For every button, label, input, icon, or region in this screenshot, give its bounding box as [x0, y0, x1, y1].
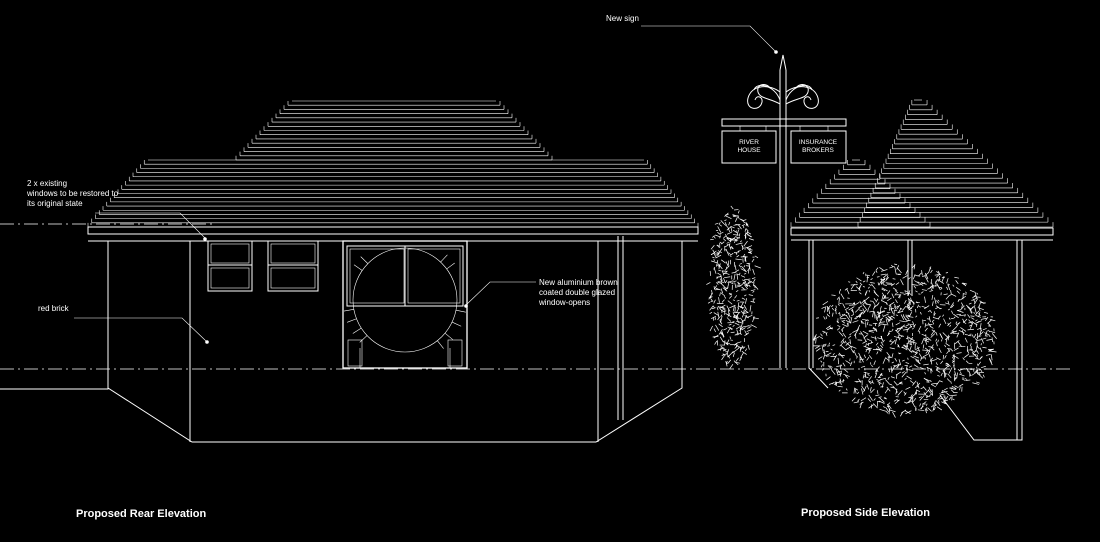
- rear-roof-upper: [235, 100, 553, 161]
- new-windows-note-line1: New aluminium brown: [539, 278, 618, 287]
- existing-windows-note-line1: 2 x existing: [27, 179, 67, 188]
- new-sign-post: RIVER HOUSE INSURANCE BROKERS New sign: [606, 14, 847, 368]
- rear-elevation-caption: Proposed Rear Elevation: [76, 508, 207, 520]
- new-sign-note: New sign: [606, 14, 639, 23]
- rear-roof-lower: [87, 159, 699, 228]
- existing-windows-note-line3: its original state: [27, 199, 83, 208]
- shrub-large: [812, 263, 997, 418]
- shrub-small: [706, 205, 761, 370]
- rear-fascia: [87, 226, 699, 235]
- sign-right-line1: INSURANCE: [799, 139, 838, 146]
- new-windows-note-line3: window-opens: [538, 298, 590, 307]
- sign-board-left: [721, 130, 777, 164]
- sign-board-right: [790, 130, 847, 164]
- existing-windows-note-line2: windows to be restored to: [26, 189, 119, 198]
- existing-window-right: [267, 240, 319, 292]
- side-elevation: [790, 99, 1054, 441]
- red-brick-note: red brick: [38, 304, 70, 313]
- sign-left-line1: RIVER: [739, 139, 759, 146]
- sign-right-line2: BROKERS: [802, 147, 834, 154]
- sign-left-line2: HOUSE: [737, 147, 761, 154]
- new-windows-note-line2: coated double glazed: [539, 288, 615, 297]
- rear-wall-outline: [107, 241, 683, 443]
- existing-window-left: [207, 240, 253, 292]
- rear-elevation: 2 x existing windows to be restored to i…: [0, 100, 699, 443]
- new-window-opening: [342, 240, 468, 369]
- side-elevation-caption: Proposed Side Elevation: [801, 507, 930, 519]
